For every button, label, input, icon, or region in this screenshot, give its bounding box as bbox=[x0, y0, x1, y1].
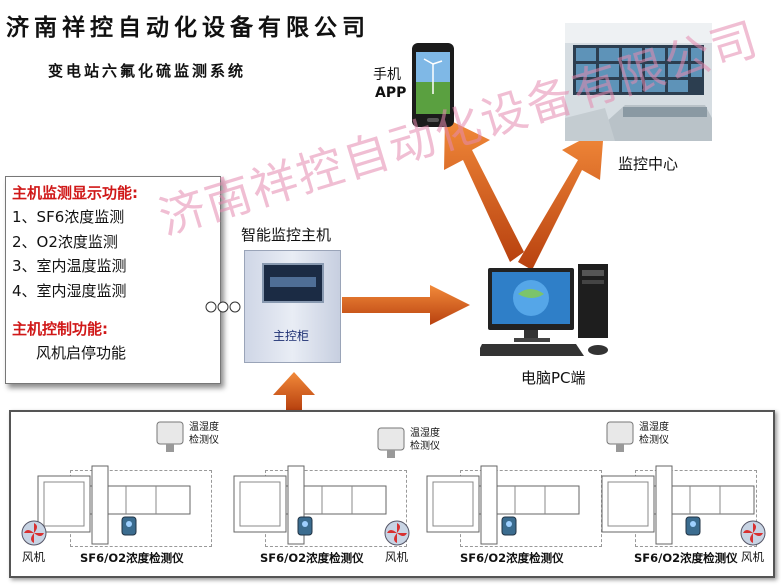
function-item: 1、SF6浓度监测 bbox=[12, 208, 125, 226]
switchgear-icon bbox=[601, 465, 755, 545]
detector-label: SF6/O2浓度检测仪 bbox=[634, 551, 738, 565]
fan-icon bbox=[21, 520, 47, 546]
detector-icon bbox=[501, 516, 517, 536]
switchgear-icon bbox=[426, 465, 580, 545]
monitor-function-title: 主机监测显示功能: bbox=[12, 184, 138, 202]
sensor-icon bbox=[377, 427, 405, 458]
detector-label: SF6/O2浓度检测仪 bbox=[80, 551, 184, 565]
fan-label: 风机 bbox=[741, 550, 764, 564]
cabinet-panel-label: 主控柜 bbox=[273, 329, 310, 343]
detector-icon bbox=[685, 516, 701, 536]
desktop-pc-icon bbox=[480, 264, 608, 356]
fan-label: 风机 bbox=[22, 550, 45, 564]
control-function-title: 主机控制功能: bbox=[12, 320, 108, 338]
company-name: 济南祥控自动化设备有限公司 bbox=[6, 14, 370, 41]
switchgear-icon bbox=[37, 465, 191, 545]
detector-label: SF6/O2浓度检测仪 bbox=[260, 551, 364, 565]
arrow-field-to-host bbox=[273, 372, 315, 410]
function-item: 4、室内湿度监测 bbox=[12, 281, 127, 300]
control-cabinet-icon: 主控柜 bbox=[244, 250, 341, 363]
monitor-center-label: 监控中心 bbox=[618, 155, 679, 173]
fan-icon bbox=[740, 520, 766, 546]
sensor-icon bbox=[606, 421, 634, 452]
phone-app-label: APP bbox=[375, 85, 407, 101]
sensor-label: 温湿度检测仪 bbox=[410, 428, 440, 452]
control-function-item: 风机启停功能 bbox=[36, 344, 127, 362]
sensor-label: 温湿度检测仪 bbox=[639, 422, 669, 446]
pc-label: 电脑PC端 bbox=[521, 369, 586, 387]
detector-icon bbox=[121, 516, 137, 536]
sensor-icon bbox=[156, 421, 184, 452]
phone-icon bbox=[412, 43, 454, 127]
monitor-center-photo bbox=[565, 23, 712, 141]
system-subtitle: 变电站六氟化硫监测系统 bbox=[48, 62, 247, 80]
detector-icon bbox=[297, 516, 313, 536]
arrow-to-phone bbox=[444, 118, 524, 262]
function-item: 3、室内温度监测 bbox=[12, 257, 127, 275]
connector-icon bbox=[205, 301, 241, 313]
function-item: 2、O2浓度监测 bbox=[12, 232, 118, 251]
detector-label: SF6/O2浓度检测仪 bbox=[460, 551, 564, 565]
fan-icon bbox=[384, 520, 410, 546]
arrow-host-to-pc bbox=[342, 285, 470, 325]
phone-label: 手机 bbox=[373, 67, 401, 83]
arrow-to-center bbox=[518, 128, 604, 270]
sensor-label: 温湿度检测仪 bbox=[189, 422, 219, 446]
fan-label: 风机 bbox=[385, 550, 408, 564]
switchgear-icon bbox=[233, 465, 387, 545]
function-panel: 主机监测显示功能: 1、SF6浓度监测 2、O2浓度监测 3、室内温度监测 4、… bbox=[5, 176, 221, 384]
host-label: 智能监控主机 bbox=[241, 226, 332, 244]
